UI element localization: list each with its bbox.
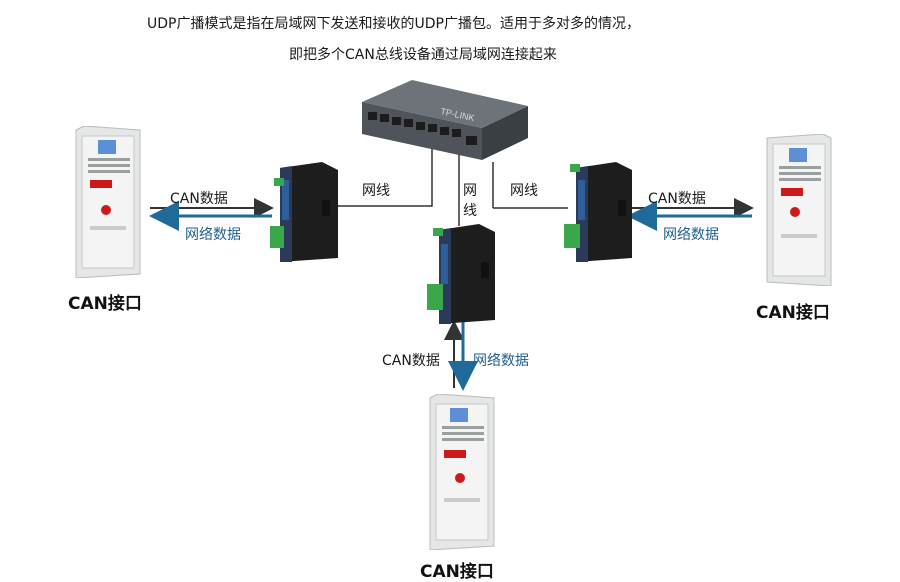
cable-label-left: 网线: [362, 183, 390, 199]
can-cabinet-left: [75, 126, 141, 278]
bottom-can-data-label: CAN数据: [382, 353, 440, 369]
cable-label-middle-bottom: 线: [463, 203, 477, 219]
left-can-data-label: CAN数据: [170, 191, 228, 207]
converter-left: [270, 162, 338, 262]
node-label-left: CAN接口: [68, 294, 142, 314]
right-net-data-label: 网络数据: [663, 227, 719, 243]
can-cabinet-bottom: [429, 394, 495, 550]
left-net-data-label: 网络数据: [185, 227, 241, 243]
converter-middle: [427, 224, 495, 324]
right-can-data-label: CAN数据: [648, 191, 706, 207]
network-switch: TP-LINK: [362, 80, 528, 160]
cable-label-middle-top: 网: [463, 183, 477, 199]
caption-line-2: 即把多个CAN总线设备通过局域网连接起来: [289, 47, 557, 63]
node-label-right: CAN接口: [756, 303, 830, 323]
caption-line-1: UDP广播模式是指在局域网下发送和接收的UDP广播包。适用于多对多的情况，: [147, 16, 640, 32]
cable-label-right: 网线: [510, 183, 538, 199]
converter-right: [564, 162, 632, 262]
node-label-bottom: CAN接口: [420, 562, 494, 582]
cable-left: [338, 140, 433, 207]
bottom-net-data-label: 网络数据: [473, 353, 529, 369]
can-cabinet-right: [766, 134, 832, 286]
